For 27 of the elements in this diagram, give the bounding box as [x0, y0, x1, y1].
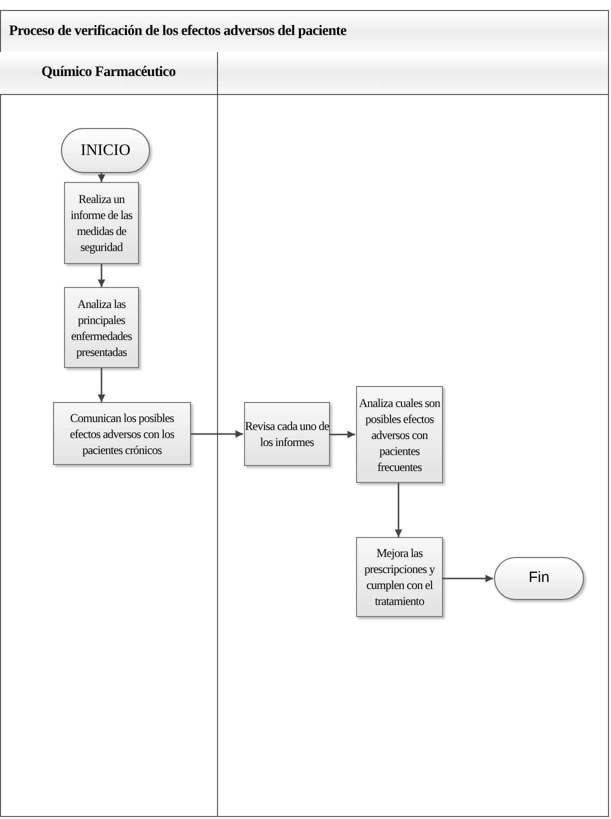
arrow: [98, 264, 106, 287]
arrow: [191, 430, 243, 438]
process-box: [356, 537, 443, 617]
arrow: [442, 574, 493, 582]
terminator-pill: [494, 557, 584, 600]
node-text: Analiza las principales enfermedades presentadas: [70, 296, 133, 360]
pool-title: Proceso de verificación de los efectos adversos del paciente: [9, 22, 346, 41]
arrow: [98, 173, 106, 182]
process-box: [64, 287, 139, 368]
terminator-pill: [61, 128, 150, 173]
node-text: Comunican los posibles efectos adversos con los pacientes crónicos: [68, 410, 176, 458]
process-box: [356, 386, 443, 483]
node-text: Mejora las prescripciones y cumplen con el tratamiento: [363, 545, 436, 609]
node-text: INICIO: [80, 140, 130, 160]
swimlane: [0, 52, 218, 816]
arrow: [98, 368, 106, 402]
node-text: Analiza cuales son posibles efectos adversos con pacientes frecuentes: [358, 394, 442, 474]
process-box: [53, 402, 191, 465]
lane-header: Químico Farmacéutico: [41, 63, 176, 82]
process-box: [244, 402, 330, 466]
node-text: Realiza un informe de las medidas de seguridad: [70, 191, 134, 255]
node-text: Revisa cada uno de los informes: [245, 418, 329, 450]
arrow: [329, 430, 355, 438]
arrow: [394, 483, 402, 537]
node-text: Fin: [528, 568, 550, 588]
process-box: [64, 182, 139, 264]
pool-frame: [0, 10, 609, 817]
